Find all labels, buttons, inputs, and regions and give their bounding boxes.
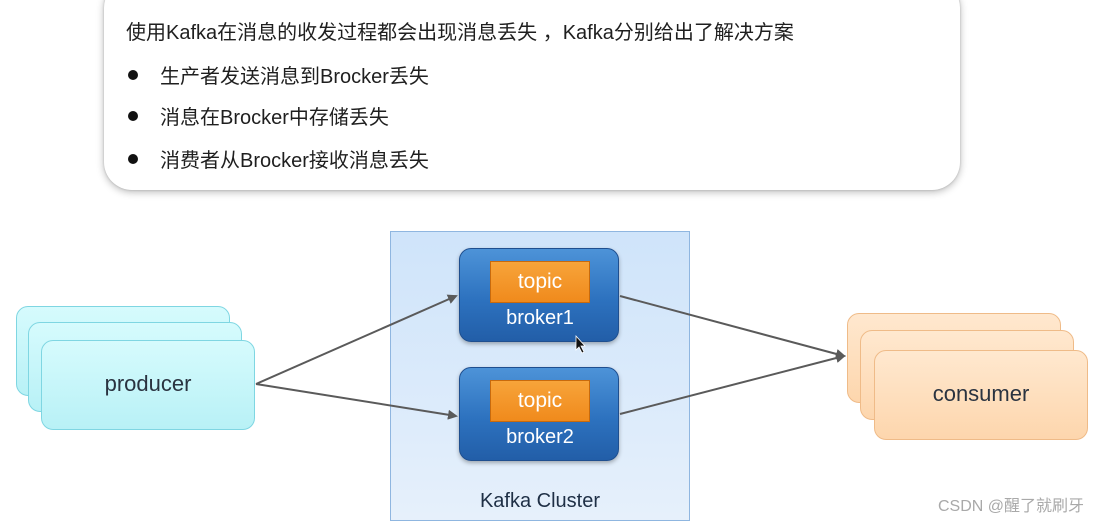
bullet-item: 消息在Brocker中存储丢失 (128, 101, 389, 130)
bullet-text: 生产者发送消息到Brocker丢失 (160, 66, 429, 88)
bullet-item: 消费者从Brocker接收消息丢失 (128, 144, 429, 173)
broker-label: broker2 (506, 426, 574, 448)
producer-label: producer (104, 371, 192, 396)
topic-box: topic (490, 261, 590, 303)
callout-title: 使用Kafka在消息的收发过程都会出现消息丢失 ，Kafka分别给出了解决方案 (126, 22, 794, 44)
callout-box (104, 0, 960, 190)
watermark: CSDN @醒了就刷牙 (937, 498, 1084, 515)
broker-box: topic broker1 (459, 248, 619, 342)
cluster-label: Kafka Cluster (479, 490, 601, 512)
bullet-text: 消息在Brocker中存储丢失 (160, 107, 389, 129)
bullet-dot-icon (128, 70, 138, 80)
consumer-card: consumer (874, 350, 1088, 440)
bullet-text: 消费者从Brocker接收消息丢失 (160, 150, 429, 172)
broker-box: topic broker2 (459, 367, 619, 461)
consumer-label: consumer (932, 381, 1030, 406)
bullet-dot-icon (128, 111, 138, 121)
topic-box: topic (490, 380, 590, 422)
bullet-dot-icon (128, 154, 138, 164)
bullet-item: 生产者发送消息到Brocker丢失 (128, 60, 429, 89)
producer-card: producer (41, 340, 255, 430)
broker-label: broker1 (506, 307, 574, 329)
